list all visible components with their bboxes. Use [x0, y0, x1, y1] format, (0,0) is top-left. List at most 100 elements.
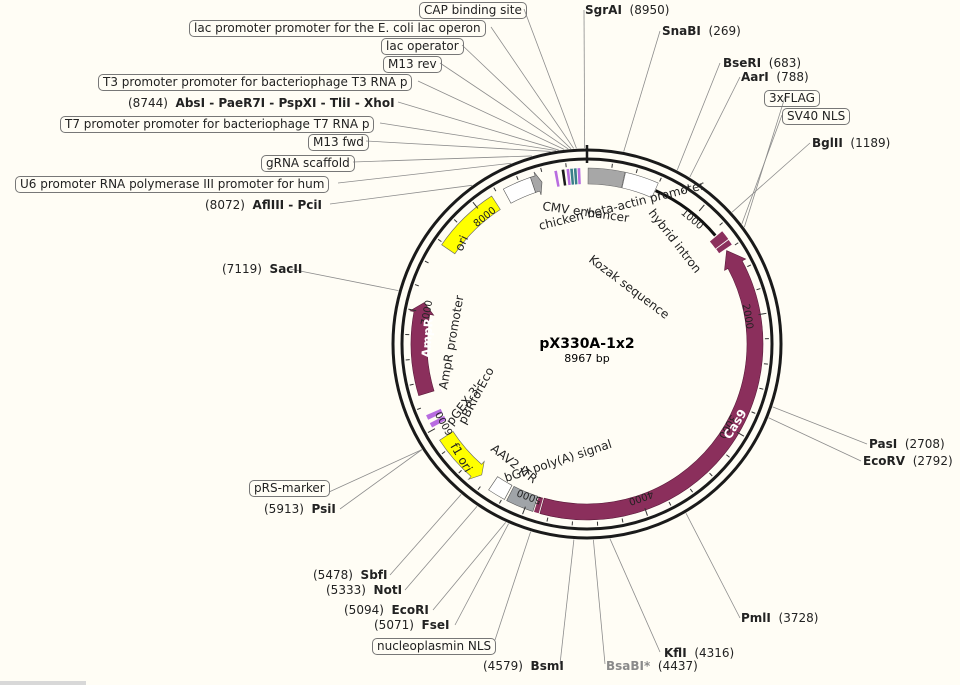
leader-line	[523, 8, 577, 149]
site-bglii[interactable]: BglII (1189)	[812, 136, 891, 150]
feature-label-sv40-nls[interactable]: SV40 NLS	[782, 108, 851, 125]
cmv-enhancer-block	[587, 167, 626, 189]
leader-line	[768, 417, 862, 462]
feature-label-prs-marker[interactable]: pRS-marker	[249, 480, 330, 497]
leader-line	[397, 101, 559, 151]
feature-label-t3-promoter[interactable]: T3 promoter promoter for bacteriophage T…	[98, 74, 413, 91]
pbrforeco-primer	[426, 408, 443, 420]
site-bsabi[interactable]: BsaBI* (4437)	[606, 659, 698, 673]
small-feature-mark	[570, 168, 575, 185]
feature-label-3xflag[interactable]: 3xFLAG	[764, 90, 820, 107]
site-pmli[interactable]: PmlI (3728)	[741, 611, 819, 625]
u6-promoter-block	[502, 176, 536, 204]
minor-tick	[498, 499, 502, 504]
site-ecorv[interactable]: EcoRV (2792)	[863, 454, 953, 468]
minor-tick	[751, 411, 756, 414]
site-kfli[interactable]: KflI (4316)	[664, 646, 735, 660]
major-tick	[698, 204, 705, 212]
small-feature-mark	[566, 168, 571, 186]
feature-label-m13-rev[interactable]: M13 rev	[383, 56, 442, 73]
leader-line	[583, 9, 586, 149]
cas9-arrow	[539, 250, 764, 521]
feature-label-cap-binding-site[interactable]: CAP binding site	[419, 2, 527, 19]
minor-tick	[759, 387, 764, 390]
leader-line	[389, 494, 462, 576]
site-bsmi[interactable]: (4579) BsmI	[483, 659, 564, 673]
minor-tick	[458, 469, 462, 474]
major-tick	[472, 201, 479, 209]
f1-ori-arrow	[439, 431, 485, 481]
ampr-label: AmpR	[419, 318, 436, 359]
site-afliii-pcii[interactable]: (8072) AflIII - PciI	[205, 198, 322, 212]
feature-label-grna-scaffold[interactable]: gRNA scaffold	[261, 155, 355, 172]
site-pasi[interactable]: PasI (2708)	[869, 437, 945, 451]
chicken-actin-promoter-block	[621, 171, 659, 199]
feature-label-u6-promoter[interactable]: U6 promoter RNA polymerase III promoter …	[15, 176, 330, 193]
bgh-polya-block	[506, 485, 539, 512]
site-snabi[interactable]: SnaBI (269)	[662, 24, 741, 38]
plasmid-name: pX330A-1x2	[539, 336, 635, 352]
major-tick	[736, 431, 745, 437]
grna-scaffold-arrow	[530, 171, 543, 196]
tick-label: 7000	[420, 299, 436, 326]
leader-line	[352, 155, 532, 163]
minor-tick	[437, 238, 442, 243]
small-feature-mark	[573, 168, 578, 185]
feature-label-m13-fwd[interactable]: M13 fwd	[308, 134, 369, 151]
feature-label-t7-promoter[interactable]: T7 promoter promoter for bacteriophage T…	[60, 116, 375, 133]
minor-tick	[726, 454, 730, 458]
site-bseri[interactable]: BseRI (683)	[723, 56, 802, 70]
site-sgrai[interactable]: SgrAI (8950)	[585, 3, 670, 17]
hybrid-intron-line	[654, 189, 717, 237]
leader-line	[772, 406, 868, 445]
leader-line	[337, 162, 512, 184]
minor-tick	[611, 163, 613, 168]
leader-line	[454, 523, 509, 626]
site-absi-xhoi[interactable]: (8744) AbsI - PaeR7I - PspXI - TliI - Xh…	[128, 96, 395, 110]
leader-line	[609, 538, 661, 653]
horizontal-scrollbar[interactable]	[0, 681, 86, 685]
site-sbfi[interactable]: (5478) SbfI	[313, 568, 388, 582]
minor-tick	[635, 168, 638, 174]
minor-tick	[516, 175, 519, 181]
feature-label-lac-operator[interactable]: lac operator	[381, 38, 464, 55]
minor-tick	[756, 288, 761, 291]
site-aari[interactable]: AarI (788)	[741, 70, 809, 84]
feature-label-lac-promoter[interactable]: lac promoter promoter for the E. coli la…	[189, 20, 486, 37]
minor-tick	[546, 517, 549, 522]
minor-tick	[747, 264, 752, 268]
leader-line	[404, 506, 478, 591]
leader-line	[741, 114, 783, 224]
leader-line	[731, 142, 811, 213]
leader-line	[592, 539, 606, 665]
minor-tick	[621, 518, 624, 523]
feature-label-nucleoplasmin-nls[interactable]: nucleoplasmin NLS	[372, 638, 497, 655]
small-feature-mark	[554, 170, 560, 187]
minor-tick	[681, 189, 685, 194]
site-ecori[interactable]: (5094) EcoRI	[344, 603, 429, 617]
small-feature-mark	[577, 168, 581, 185]
major-tick	[644, 507, 648, 516]
leader-line	[461, 44, 572, 149]
site-psii[interactable]: (5913) PsiI	[264, 502, 336, 516]
pgex-primer	[429, 415, 447, 428]
site-noti[interactable]: (5333) NotI	[326, 583, 403, 597]
aav2-itr-block	[488, 476, 513, 500]
backbone-rings	[391, 145, 783, 540]
feature-arcs	[409, 167, 764, 521]
site-sacii[interactable]: (7119) SacII	[222, 262, 303, 276]
minor-tick	[441, 451, 446, 455]
minor-tick	[417, 407, 422, 410]
leader-line	[676, 62, 721, 171]
site-fsei[interactable]: (5071) FseI	[374, 618, 450, 632]
minor-tick	[719, 222, 723, 226]
minor-tick	[659, 177, 662, 182]
leader-lines	[289, 8, 868, 665]
minor-tick	[689, 488, 694, 493]
leader-line	[432, 522, 506, 611]
leader-line	[439, 62, 569, 150]
tick-label: 2000	[740, 303, 755, 330]
ori-label: ori	[452, 233, 471, 253]
minor-tick	[477, 486, 481, 491]
